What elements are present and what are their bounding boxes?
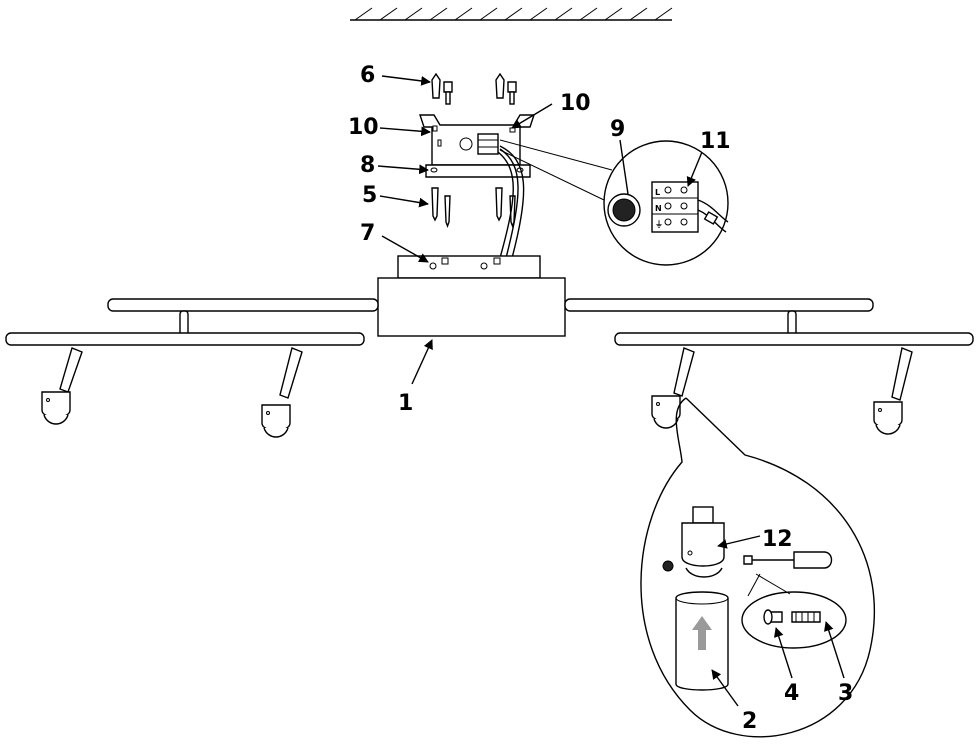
lower-arms: [5, 332, 974, 346]
leader-lines: [377, 75, 845, 707]
ceiling-surface: [350, 7, 673, 21]
label-5: 5: [362, 183, 377, 208]
terminal-mark-n: N: [655, 204, 662, 213]
terminal-mark-earth: ⏚: [655, 220, 663, 229]
insert-direction-arrow: [692, 616, 712, 650]
bulb-detail-balloon: [640, 397, 875, 738]
label-8: 8: [360, 153, 375, 178]
spotlight-2: [261, 347, 303, 438]
label-4: 4: [784, 681, 799, 706]
label-12: 12: [762, 527, 793, 552]
label-1: 1: [398, 391, 413, 416]
mounting-screws: [431, 187, 516, 228]
upper-arms: [107, 298, 874, 336]
label-11: 11: [700, 129, 731, 154]
terminal-detail-circle: [499, 139, 729, 266]
spotlight-4: [873, 347, 913, 435]
terminal-mark-l: L: [655, 188, 660, 197]
label-6: 6: [360, 63, 375, 88]
label-2: 2: [742, 709, 757, 734]
label-10-right: 10: [560, 91, 591, 116]
label-9: 9: [610, 117, 625, 142]
wall-plugs: [431, 72, 517, 105]
label-7: 7: [360, 221, 375, 246]
canopy-plate: [397, 255, 541, 279]
main-body: [377, 277, 566, 337]
spotlight-1: [41, 347, 83, 425]
label-10-left: 10: [348, 115, 379, 140]
spotlight-3: [651, 347, 695, 429]
label-3: 3: [838, 681, 853, 706]
